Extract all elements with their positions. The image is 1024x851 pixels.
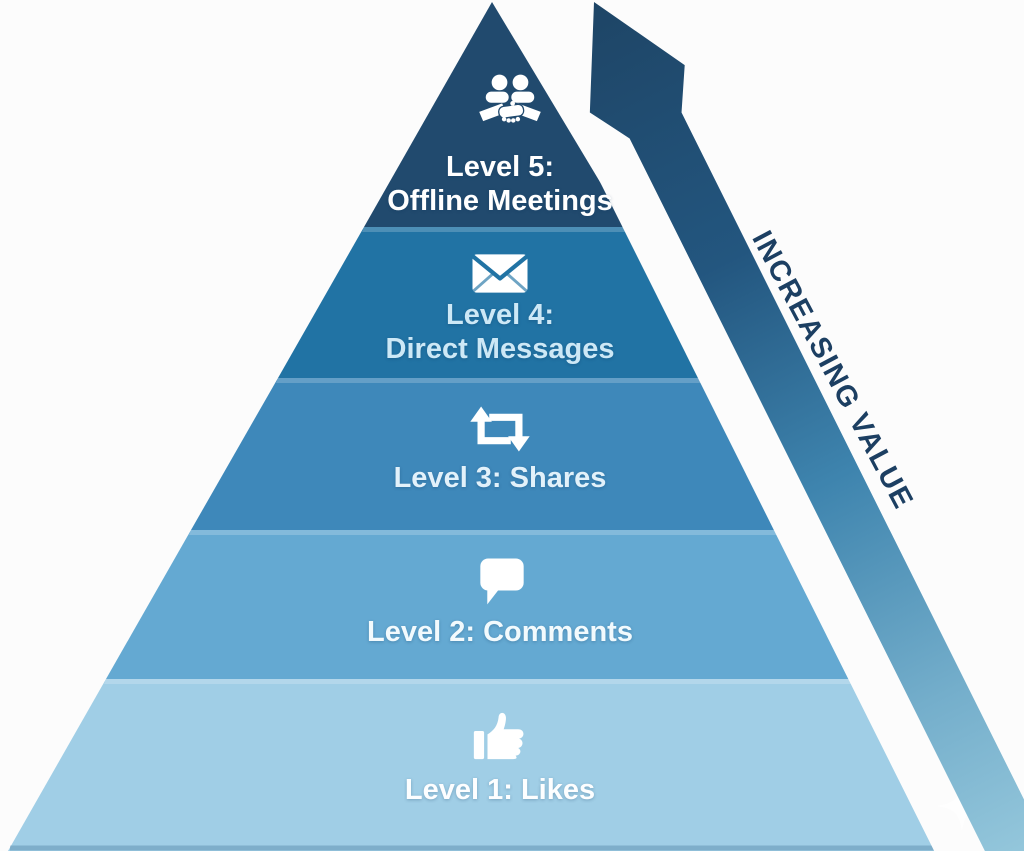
pyramid-band-level-3 bbox=[191, 378, 809, 530]
band-highlights bbox=[104, 227, 900, 684]
sparkle-glint bbox=[936, 780, 988, 832]
pyramid-band-level-4 bbox=[278, 227, 718, 378]
pyramid-band-level-2 bbox=[106, 530, 898, 679]
increasing-value-arrow bbox=[589, 2, 1024, 851]
pyramid-band-level-1 bbox=[8, 679, 1002, 851]
